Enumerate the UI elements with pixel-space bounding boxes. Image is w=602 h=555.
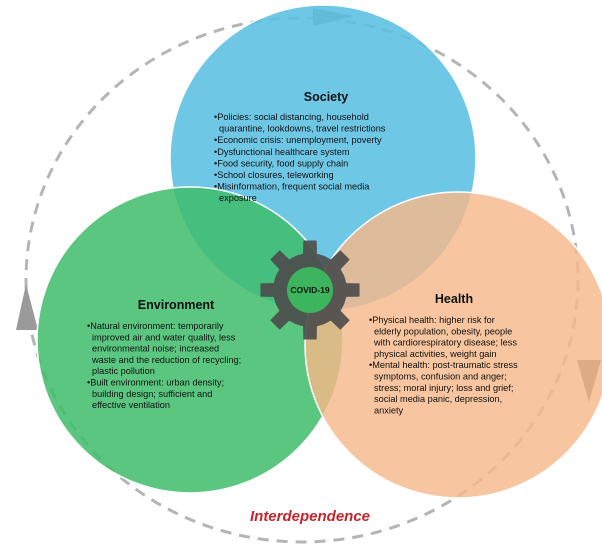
gear-icon: [260, 240, 360, 340]
environment-bullet-line: •Natural environment: temporarily: [87, 321, 224, 331]
society-bullet-line: •Food security, food supply chain: [214, 158, 348, 168]
cycle-arrow-left-icon: [16, 284, 38, 330]
society-bullet-line: •Misinformation, frequent social media: [214, 182, 370, 192]
covid-center-disc: [287, 267, 333, 313]
society-bullet-line: •Policies: social distancing, household: [214, 112, 369, 122]
environment-bullet-line: waste and the reduction of recycling;: [91, 355, 241, 365]
society-bullet-line: •Dysfunctional healthcare system: [214, 147, 350, 157]
environment-bullets: •Natural environment: temporarilyimprove…: [87, 321, 241, 410]
health-bullet-line: elderly population, obesity, people: [374, 326, 512, 336]
environment-bullet-line: environmental noise; increased: [92, 344, 219, 354]
health-bullets: •Physical health: higher risk forelderly…: [369, 315, 518, 415]
society-bullet-line: exposure: [219, 193, 257, 203]
health-title: Health: [435, 292, 473, 306]
health-bullet-line: •Physical health: higher risk for: [369, 315, 495, 325]
health-circle: [304, 191, 602, 499]
environment-bullet-line: building design; sufficient and: [92, 389, 212, 399]
interdependence-label: Interdependence: [250, 508, 370, 525]
health-bullet-line: with cardiorespiratory disease; less: [373, 338, 517, 348]
environment-bullet-line: effective ventilation: [92, 400, 170, 410]
environment-bullet-line: plastic pollution: [92, 366, 155, 376]
society-bullet-line: •School closures, teleworking: [214, 170, 334, 180]
environment-bullet-line: •Built environment: urban density;: [87, 378, 224, 388]
society-bullet-line: quarantine, lookdowns, travel restrictio…: [219, 124, 386, 134]
health-bullet-line: symptoms, confusion and anger;: [374, 372, 507, 382]
environment-title: Environment: [138, 298, 215, 312]
society-bullets: •Policies: social distancing, household q…: [214, 112, 386, 203]
health-bullet-line: physical activities, weight gain: [374, 349, 497, 359]
health-bullet-line: anxiety: [374, 405, 404, 415]
society-title: Society: [304, 90, 349, 104]
health-bullet-line: stress; moral injury; loss and grief;: [374, 383, 513, 393]
society-bullet-line: •Economic crisis: unemployment, poverty: [214, 135, 382, 145]
health-bullet-line: •Mental health: post-traumatic stress: [369, 360, 518, 370]
health-bullet-line: social media panic, depression,: [374, 394, 502, 404]
environment-bullet-line: improved air and water quality, less: [92, 332, 236, 342]
covid-label: COVID-19: [290, 285, 329, 295]
